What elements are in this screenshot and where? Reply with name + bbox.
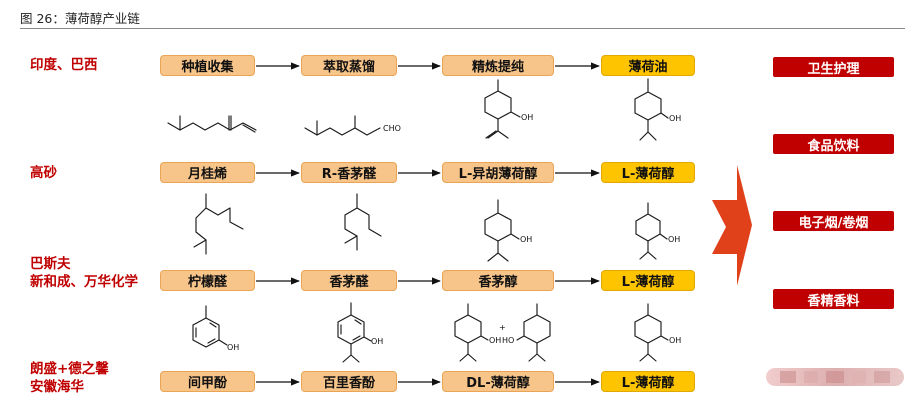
product-box: L-薄荷醇: [601, 162, 695, 183]
atom-label: OH: [489, 336, 501, 345]
thymol-structure-icon: [337, 302, 372, 363]
citral-structure-icon: [193, 193, 244, 255]
atom-label: OH: [668, 235, 680, 244]
process-step-box: 香茅醇: [442, 270, 554, 291]
application-label: 食品饮料: [773, 134, 894, 154]
process-step-box: 精炼提纯: [442, 55, 554, 76]
product-box: L-薄荷醇: [601, 270, 695, 291]
citronellal-structure-icon: [344, 193, 382, 251]
myrcene-structure-icon: [167, 115, 257, 133]
menthol-structure-icon: [454, 303, 489, 362]
process-step-box: 间甲酚: [160, 371, 255, 392]
atom-label: OH: [227, 343, 239, 352]
atom-label: OH: [669, 114, 681, 123]
m-cresol-structure-icon: [192, 305, 228, 348]
process-step-box: 柠檬醛: [160, 270, 255, 291]
application-label: 香精香料: [773, 289, 894, 309]
region-label-row-2: 高砂: [30, 164, 57, 182]
region-line: 安徽海华: [30, 379, 84, 395]
product-box: L-薄荷醇: [601, 371, 695, 392]
menthol-structure-icon: [634, 303, 669, 362]
citronellal-structure-icon: [304, 115, 381, 136]
isopulegol-structure-icon: [484, 199, 520, 262]
process-step-box: DL-薄荷醇: [442, 371, 554, 392]
figure-title: 图 26：薄荷醇产业链: [20, 11, 140, 26]
atom-label: OH: [521, 113, 533, 122]
watermark-image: [766, 368, 904, 386]
region-line: 印度、巴西: [30, 57, 98, 73]
region-label-row-1: 印度、巴西: [30, 56, 98, 74]
product-box: 薄荷油: [601, 55, 695, 76]
menthol-structure-icon: [516, 303, 551, 362]
process-step-box: R-香茅醛: [301, 162, 397, 183]
process-step-box: 萃取蒸馏: [301, 55, 397, 76]
process-step-box: 月桂烯: [160, 162, 255, 183]
atom-label: OH: [520, 235, 532, 244]
region-label-row-4: 朗盛+德之馨 安徽海华: [30, 360, 109, 396]
big-arrow-icon: [712, 165, 752, 286]
atom-label: OH: [371, 337, 383, 346]
menthol-structure-icon: [635, 202, 668, 260]
process-step-box: 香茅醛: [301, 270, 397, 291]
region-line: 朗盛+德之馨: [30, 361, 109, 377]
region-line: 巴斯夫: [30, 256, 71, 272]
plus-sign: +: [499, 323, 506, 332]
application-label: 卫生护理: [773, 57, 894, 77]
atom-label: HO: [502, 336, 514, 345]
atom-label: OH: [669, 336, 681, 345]
menthol-structure-icon: [634, 78, 669, 141]
title-divider: [20, 28, 905, 29]
process-step-box: 百里香酚: [301, 371, 397, 392]
region-line: 新和成、万华化学: [30, 274, 138, 290]
process-step-box: L-异胡薄荷醇: [442, 162, 554, 183]
atom-label: CHO: [383, 124, 401, 133]
region-label-row-3: 巴斯夫 新和成、万华化学: [30, 255, 138, 291]
isopulegol-structure-icon: [484, 79, 521, 139]
application-label: 电子烟/卷烟: [773, 211, 894, 231]
region-line: 高砂: [30, 165, 57, 181]
process-step-box: 种植收集: [160, 55, 255, 76]
